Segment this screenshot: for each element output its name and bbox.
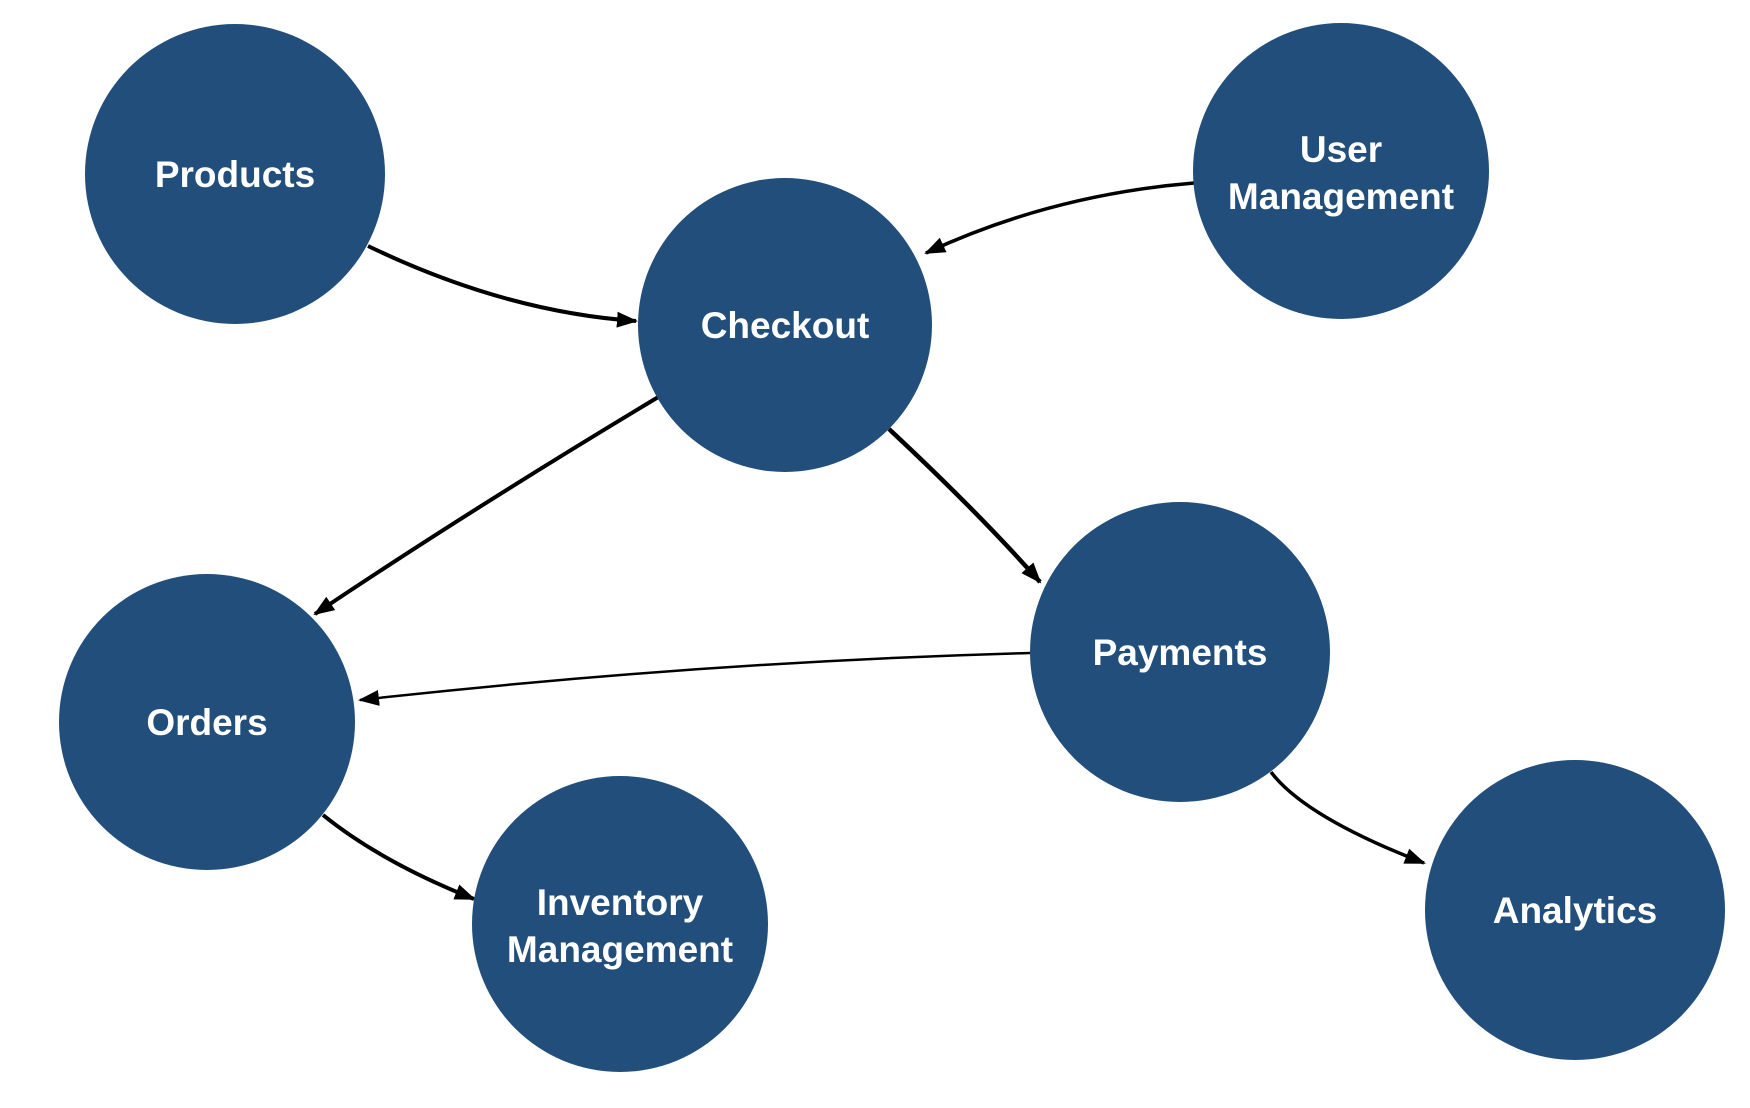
edge-orders-to-inventory-management	[321, 813, 476, 901]
edge-products-to-checkout	[367, 244, 638, 328]
node-products-circle[interactable]	[85, 24, 385, 324]
edges-layer	[313, 181, 1426, 901]
edge-checkout-to-orders	[313, 394, 662, 616]
node-analytics-circle[interactable]	[1425, 760, 1725, 1060]
node-checkout[interactable]: Checkout	[638, 178, 932, 472]
edge-payments-to-orders	[358, 651, 1031, 706]
node-inventory-management-circle[interactable]	[472, 776, 768, 1072]
edge-checkout-to-payments	[887, 427, 1042, 584]
node-orders[interactable]: Orders	[59, 574, 355, 870]
node-payments[interactable]: Payments	[1030, 502, 1330, 802]
node-products[interactable]: Products	[85, 24, 385, 324]
node-user-management-circle[interactable]	[1193, 23, 1489, 319]
node-analytics[interactable]: Analytics	[1425, 760, 1725, 1060]
node-payments-circle[interactable]	[1030, 502, 1330, 802]
node-orders-circle[interactable]	[59, 574, 355, 870]
edge-payments-to-analytics	[1269, 770, 1426, 865]
edge-user-management-to-checkout	[924, 181, 1195, 255]
node-checkout-circle[interactable]	[638, 178, 932, 472]
